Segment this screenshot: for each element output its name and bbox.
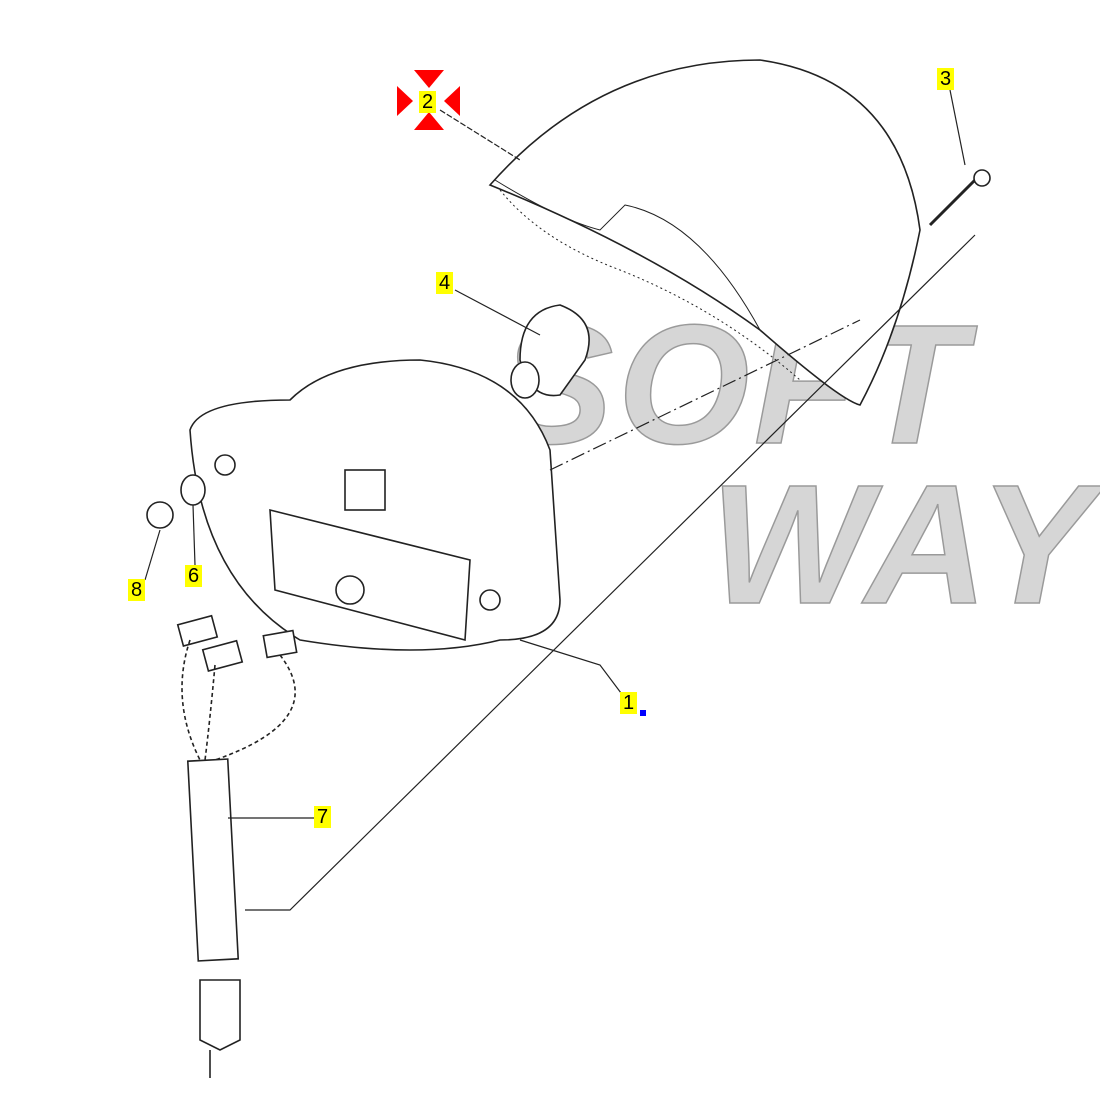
callout-4[interactable]: 4 [436,272,454,294]
tail-light-housing [189,359,561,651]
washer [180,474,206,506]
leader-lines [144,89,976,911]
callout-2[interactable]: 2 [419,91,437,113]
callout-7[interactable]: 7 [314,806,332,828]
callout-6[interactable]: 6 [185,565,203,587]
tail-light-lens [488,59,921,406]
cursor-marker-icon [640,710,646,716]
nut [146,501,174,529]
wire-harness [176,614,298,1078]
watermark-line-2: WAY [709,450,1097,640]
callout-1[interactable]: 1 [620,692,638,714]
callout-8[interactable]: 8 [128,579,146,601]
callout-3[interactable]: 3 [937,68,955,90]
screw [928,169,991,227]
selection-marker-icon [397,70,460,130]
bulb [510,304,590,399]
